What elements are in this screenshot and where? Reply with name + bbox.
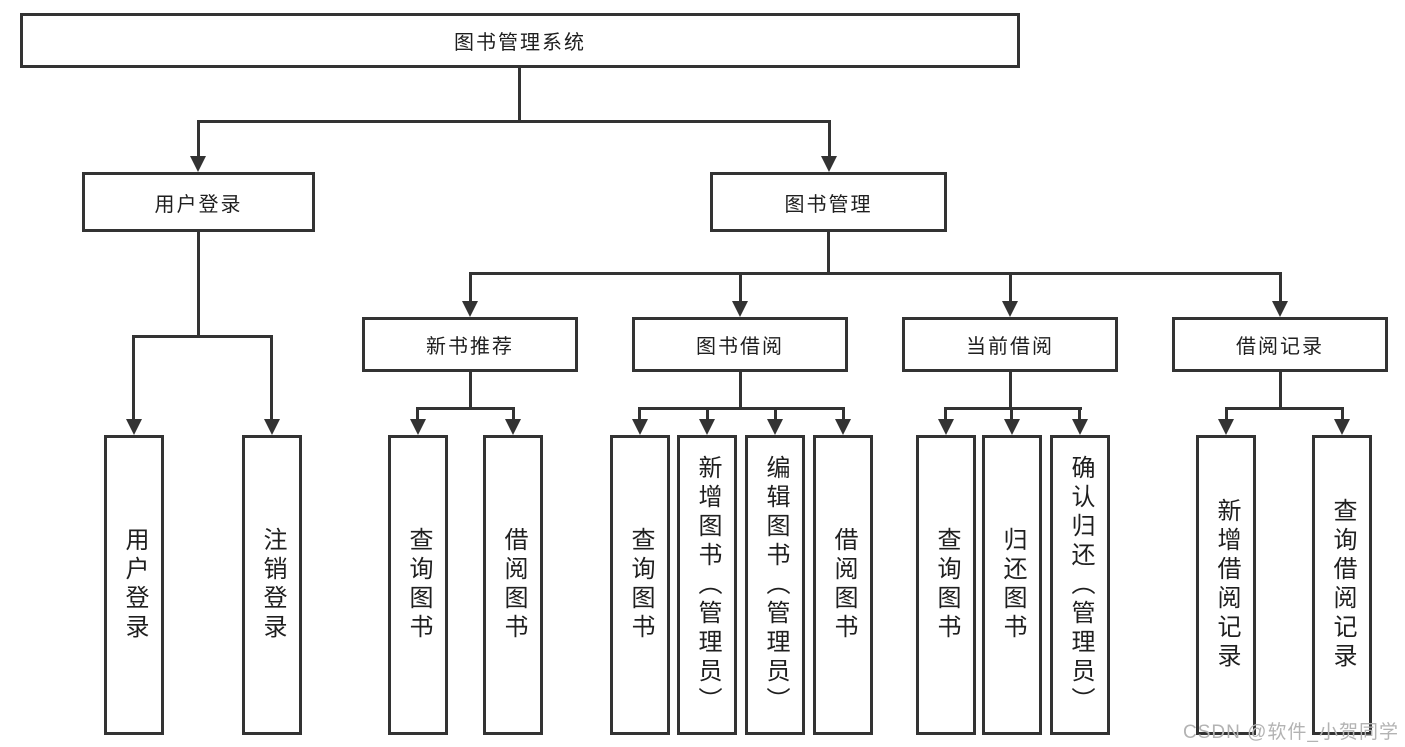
edge-borrow-horizontal: [638, 407, 845, 410]
node-label: 借阅记录: [1236, 336, 1324, 358]
edge-stub: [416, 407, 419, 419]
arrowhead-down-icon: [190, 156, 206, 172]
node-leaf-query-books: 查询图书: [388, 435, 448, 735]
edge-stub: [512, 407, 515, 419]
arrowhead-down-icon: [410, 419, 426, 435]
node-leaf-confirm-return-admin: 确认归还（管理员）: [1050, 435, 1110, 735]
edge-current-horizontal: [944, 407, 1082, 410]
edge-records-vertical: [1279, 372, 1282, 407]
edge-stub: [944, 407, 947, 419]
node-label: 查询图书: [933, 527, 960, 643]
edge-stub-login-leaf1: [132, 335, 135, 419]
edge-login-vertical: [197, 232, 200, 335]
arrowhead-down-icon: [699, 419, 715, 435]
edge-mgmt-horizontal: [469, 272, 1282, 275]
node-label: 查询图书: [405, 527, 432, 643]
node-label: 新增图书（管理员）: [694, 454, 721, 716]
node-label: 新书推荐: [426, 336, 514, 358]
edge-root-vertical: [518, 68, 521, 120]
csdn-watermark: CSDN @软件_小贺同学: [1183, 722, 1399, 743]
node-label: 用户登录: [121, 527, 148, 643]
edge-current-vertical: [1009, 372, 1012, 407]
arrowhead-down-icon: [732, 301, 748, 317]
edge-stub-user-login: [197, 120, 200, 158]
edge-stub: [774, 407, 777, 419]
node-leaf-borrow-books: 借阅图书: [813, 435, 873, 735]
edge-stub-current: [1009, 272, 1012, 301]
node-leaf-user-login: 用户登录: [104, 435, 164, 735]
edge-stub: [842, 407, 845, 419]
edge-stub-book-management: [828, 120, 831, 158]
node-label: 用户登录: [154, 193, 243, 216]
edge-stub: [1078, 407, 1081, 419]
edge-recommend-vertical: [469, 372, 472, 407]
arrowhead-down-icon: [505, 419, 521, 435]
node-label: 查询图书: [627, 527, 654, 643]
edge-stub-login-leaf2: [270, 335, 273, 419]
arrowhead-down-icon: [835, 419, 851, 435]
edge-records-horizontal: [1225, 407, 1344, 410]
node-label: 图书借阅: [696, 336, 784, 358]
node-leaf-query-books: 查询图书: [610, 435, 670, 735]
node-new-book-recommend: 新书推荐: [362, 317, 578, 372]
node-label: 新增借阅记录: [1213, 498, 1240, 672]
node-leaf-query-books: 查询图书: [916, 435, 976, 735]
node-leaf-add-borrow-record: 新增借阅记录: [1196, 435, 1256, 735]
node-leaf-return-books: 归还图书: [982, 435, 1042, 735]
arrowhead-down-icon: [938, 419, 954, 435]
node-label: 图书管理: [784, 193, 873, 216]
arrowhead-down-icon: [767, 419, 783, 435]
arrowhead-down-icon: [462, 301, 478, 317]
edge-stub: [706, 407, 709, 419]
arrowhead-down-icon: [1272, 301, 1288, 317]
arrowhead-down-icon: [632, 419, 648, 435]
node-leaf-add-books-admin: 新增图书（管理员）: [677, 435, 737, 735]
edge-login-horizontal: [132, 335, 273, 338]
node-leaf-edit-books-admin: 编辑图书（管理员）: [745, 435, 805, 735]
node-leaf-borrow-books: 借阅图书: [483, 435, 543, 735]
node-book-borrow: 图书借阅: [632, 317, 848, 372]
node-label: 编辑图书（管理员）: [762, 454, 789, 716]
arrowhead-down-icon: [1002, 301, 1018, 317]
edge-mgmt-vertical: [827, 232, 830, 272]
arrowhead-down-icon: [821, 156, 837, 172]
node-label: 确认归还（管理员）: [1067, 454, 1094, 716]
edge-recommend-horizontal: [416, 407, 515, 410]
node-user-login: 用户登录: [82, 172, 315, 232]
node-current-borrow: 当前借阅: [902, 317, 1118, 372]
node-book-management: 图书管理: [710, 172, 947, 232]
edge-stub: [1341, 407, 1344, 419]
node-leaf-logout: 注销登录: [242, 435, 302, 735]
edge-root-horizontal: [197, 120, 831, 123]
arrowhead-down-icon: [264, 419, 280, 435]
edge-stub-borrow: [739, 272, 742, 301]
edge-borrow-vertical: [739, 372, 742, 407]
node-label: 图书管理系统: [454, 32, 586, 54]
node-label: 借阅图书: [830, 527, 857, 643]
node-label: 借阅图书: [500, 527, 527, 643]
node-borrow-records: 借阅记录: [1172, 317, 1388, 372]
node-label: 查询借阅记录: [1329, 498, 1356, 672]
edge-stub-recommend: [469, 272, 472, 301]
node-label: 注销登录: [259, 527, 286, 643]
arrowhead-down-icon: [1072, 419, 1088, 435]
edge-stub-records: [1279, 272, 1282, 301]
arrowhead-down-icon: [126, 419, 142, 435]
node-leaf-query-borrow-record: 查询借阅记录: [1312, 435, 1372, 735]
arrowhead-down-icon: [1218, 419, 1234, 435]
arrowhead-down-icon: [1334, 419, 1350, 435]
arrowhead-down-icon: [1004, 419, 1020, 435]
edge-stub: [1225, 407, 1228, 419]
edge-stub: [638, 407, 641, 419]
node-label: 归还图书: [999, 527, 1026, 643]
node-book-management-system: 图书管理系统: [20, 13, 1020, 68]
edge-stub: [1010, 407, 1013, 419]
node-label: 当前借阅: [966, 336, 1054, 358]
